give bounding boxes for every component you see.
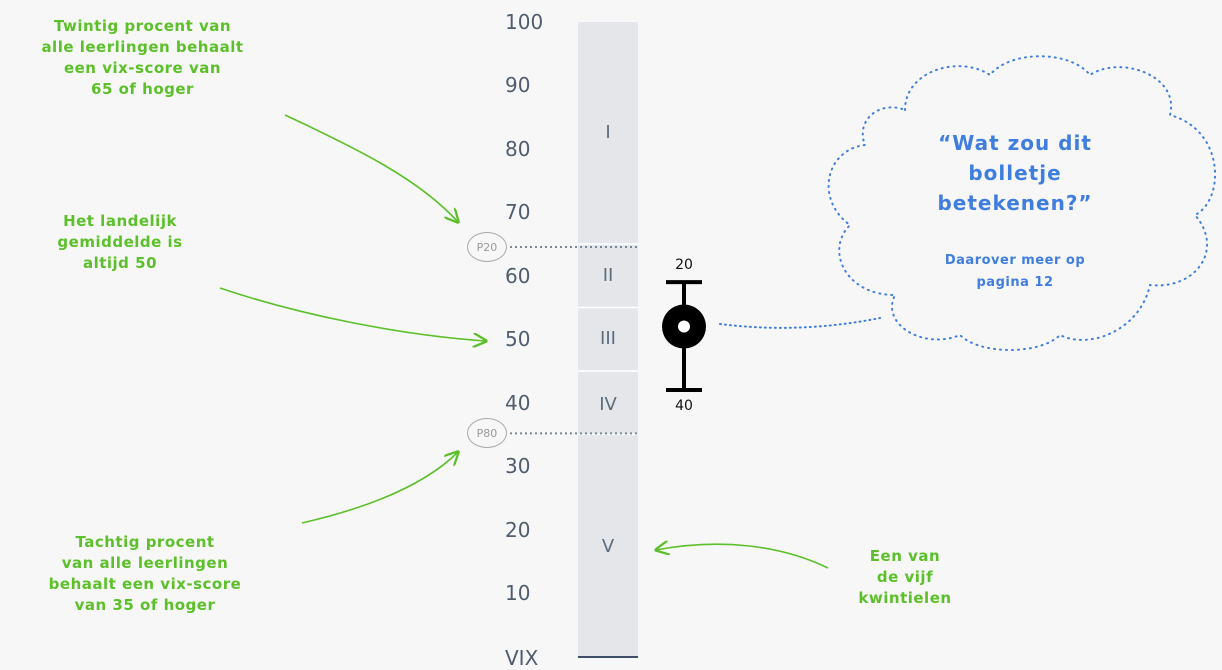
p80-annotation-line: behaalt een vix-score — [48, 575, 242, 593]
mean-annotation-line: gemiddelde is — [57, 233, 183, 251]
cloud-title-line: bolletje — [968, 161, 1062, 185]
error-bar-lower-label: 40 — [675, 397, 693, 414]
scale-tick-label: 100 — [505, 10, 544, 34]
scale-tick-label: 30 — [505, 454, 531, 479]
cloud-subtitle: Daarover meer op pagina 12 — [915, 250, 1115, 294]
quintile-note-arrow — [656, 544, 829, 569]
quintile-label: III — [600, 328, 616, 349]
quintile-annotation: Een van de vijf kwintielen — [830, 546, 980, 609]
mean-annotation-line: altijd 50 — [82, 254, 158, 272]
scale-tick-label: 40 — [505, 390, 531, 415]
p80-badge: P80 — [467, 418, 507, 449]
quintile-dividers — [578, 243, 638, 436]
scale-tick-label: 70 — [505, 200, 531, 225]
quintile-label: IV — [599, 394, 617, 415]
quintile-label: V — [601, 536, 615, 557]
p80-annotation: Tachtig procent van alle leerlingen beha… — [0, 532, 290, 616]
scale-tick-label: 10 — [505, 581, 531, 605]
score-column — [578, 22, 638, 656]
mean-annotation-line: Het landelijk — [63, 212, 177, 230]
mean-note-arrow — [219, 287, 486, 341]
quintile-label: I — [605, 122, 611, 143]
p20-badge: P20 — [467, 232, 507, 263]
error-bar-upper-label: 20 — [675, 257, 693, 274]
p20-annotation: Twintig procent van alle leerlingen beha… — [0, 16, 285, 100]
p80-annotation-line: Tachtig procent — [75, 533, 215, 551]
p20-annotation-line: Twintig procent van — [53, 17, 232, 35]
p80-annotation-line: van 35 of hoger — [74, 596, 216, 614]
quintile-label: II — [602, 265, 614, 286]
cloud-title-line: “Wat zou dit — [938, 131, 1092, 155]
score-dot-center — [678, 320, 690, 333]
scale-tick-label: 60 — [505, 263, 531, 288]
cloud-title: “Wat zou dit bolletje betekenen?” — [910, 128, 1120, 218]
scale-tick-label: 20 — [505, 517, 531, 542]
mean-annotation: Het landelijk gemiddelde is altijd 50 — [20, 211, 220, 274]
scale-tick-label: 90 — [505, 73, 531, 98]
quintile-annotation-line: de vijf — [876, 568, 934, 586]
p20-annotation-line: een vix-score van — [63, 59, 222, 77]
scale-tick-label: 50 — [505, 327, 531, 352]
quintile-annotation-line: kwintielen — [858, 589, 952, 607]
cloud-subtitle-line: Daarover meer op — [944, 253, 1086, 268]
axis-label: VIX — [505, 646, 539, 670]
quintile-annotation-line: Een van — [869, 547, 941, 565]
cloud-title-line: betekenen?” — [937, 191, 1093, 215]
cloud-connector — [719, 317, 881, 329]
cloud-subtitle-line: pagina 12 — [976, 275, 1054, 290]
p20-annotation-line: 65 of hoger — [91, 80, 194, 98]
p20-annotation-line: alle leerlingen behaalt — [41, 38, 244, 56]
p80-note-arrow — [301, 452, 458, 524]
p80-annotation-line: van alle leerlingen — [61, 554, 229, 572]
scale-tick-label: 80 — [505, 136, 531, 161]
p20-note-arrow — [284, 114, 458, 222]
thought-cloud — [827, 55, 1216, 351]
